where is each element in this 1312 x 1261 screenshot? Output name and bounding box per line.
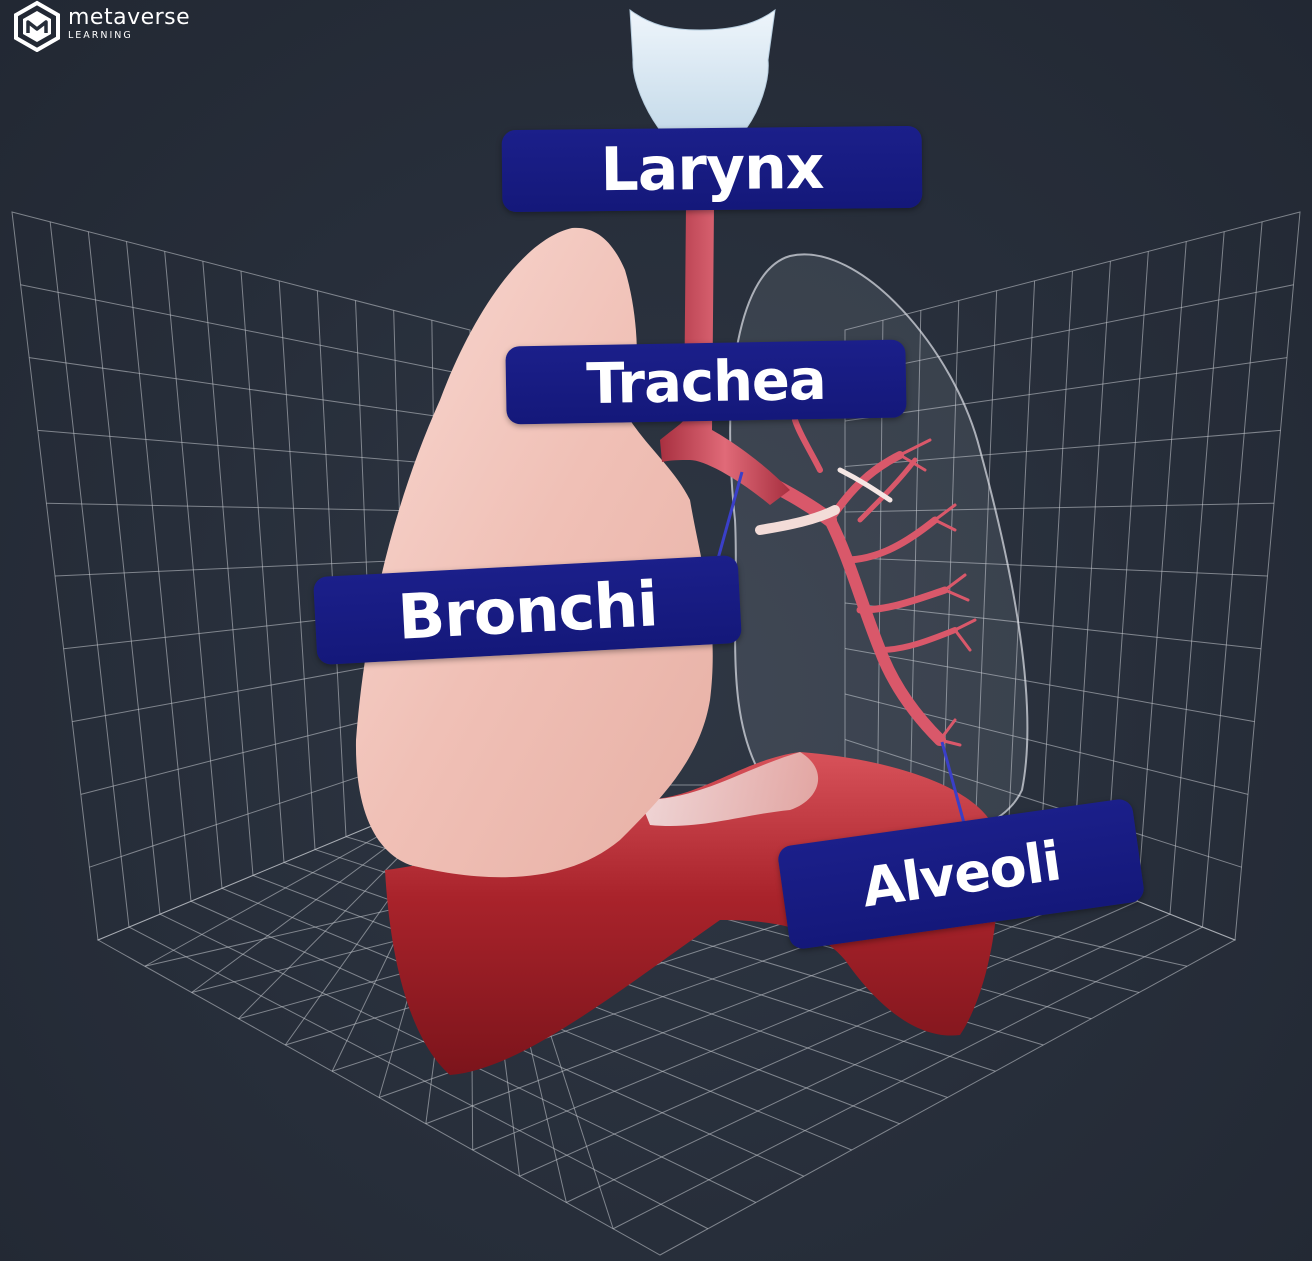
brand-logo: metaverse LEARNING — [12, 0, 190, 52]
left-lung — [356, 228, 713, 877]
brand-name: metaverse — [68, 7, 190, 29]
larynx — [630, 10, 775, 130]
grid-line — [29, 358, 470, 421]
grid-line — [21, 285, 470, 376]
brand-subtitle: LEARNING — [68, 31, 190, 41]
grid-line — [38, 430, 470, 466]
metaverse-hexagon-logo-icon — [12, 0, 62, 52]
brand-wordmark: metaverse LEARNING — [68, 7, 190, 41]
label-larynx[interactable]: Larynx — [502, 126, 923, 212]
label-trachea[interactable]: Trachea — [505, 340, 906, 425]
